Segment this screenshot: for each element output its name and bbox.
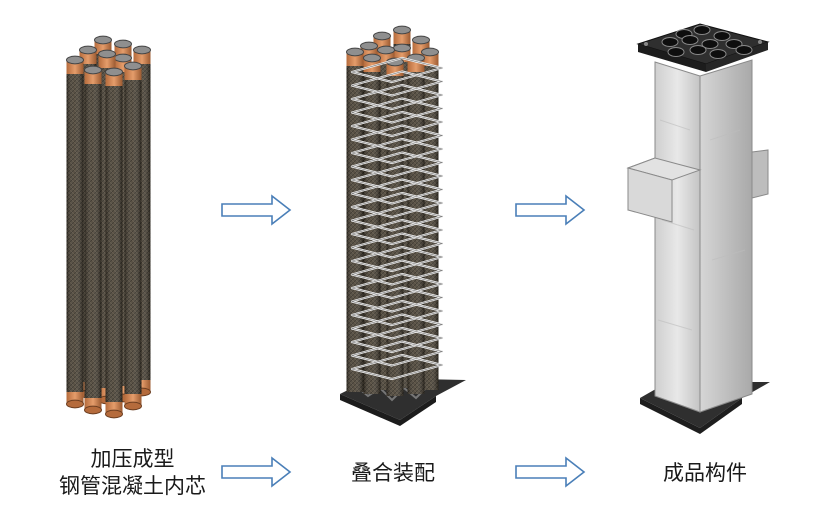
finished-column-body [654, 59, 753, 413]
caption-assembly-line1: 叠合装配 [351, 461, 435, 485]
top-hole-10 [709, 49, 727, 59]
arrow-lower-right-icon [515, 456, 586, 488]
tube-10 [105, 67, 123, 419]
stirrup-cage [350, 56, 444, 381]
top-plate-holes [644, 25, 762, 59]
top-hole-3 [713, 31, 731, 41]
arrow-assembly-to-finished-upper-icon [515, 194, 586, 226]
arrow-core-to-assembly-upper-icon [221, 194, 292, 226]
bolt-hole-right [758, 40, 762, 44]
top-hole-5 [681, 35, 699, 45]
illustration-core-tube-bundle [66, 35, 151, 419]
tube-7 [66, 55, 84, 409]
illustration-finished-column [626, 23, 770, 434]
caption-core: 加压成型 钢管混凝土内芯 [40, 446, 225, 500]
top-hole-6 [701, 39, 719, 49]
top-hole-7 [725, 39, 743, 49]
top-hole-9 [689, 45, 707, 55]
top-hole-8 [667, 47, 685, 57]
top-hole-4 [661, 37, 679, 47]
caption-finished-line1: 成品构件 [663, 461, 747, 485]
arrows [221, 194, 586, 488]
caption-finished: 成品构件 [630, 460, 780, 487]
arrow-lower-left-icon [221, 456, 292, 488]
finished-top-plate [636, 23, 770, 72]
tube-9 [84, 65, 102, 415]
finished-bracket [626, 149, 769, 223]
top-hole-2 [693, 25, 711, 35]
caption-core-line1: 加压成型 [90, 447, 175, 471]
top-hole-11 [735, 45, 753, 55]
caption-assembly: 叠合装配 [318, 460, 468, 487]
caption-core-line2: 钢管混凝土内芯 [59, 474, 206, 498]
tube-8 [124, 61, 142, 411]
illustration-stirrup-assembly [340, 25, 466, 426]
bolt-hole-left [644, 42, 648, 46]
